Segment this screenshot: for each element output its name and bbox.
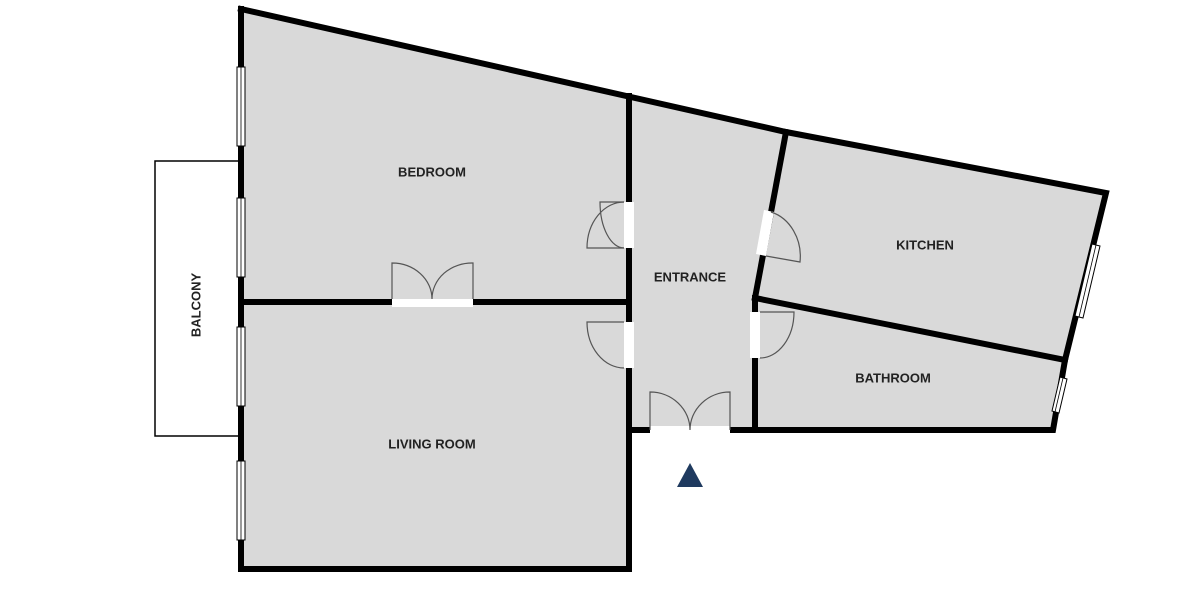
door-living-entrance bbox=[586, 321, 625, 369]
balcony-area bbox=[154, 160, 240, 437]
living-room-floor bbox=[241, 303, 629, 569]
door-kitchen bbox=[765, 211, 801, 263]
door-main-entrance bbox=[649, 391, 731, 431]
wall-kitchen-bathroom bbox=[751, 294, 1069, 364]
windows bbox=[236, 66, 1101, 541]
bedroom-floor bbox=[241, 9, 629, 301]
window-bathroom bbox=[1051, 376, 1068, 414]
entrance-marker-triangle-up-icon bbox=[677, 463, 703, 487]
door-bedroom-entrance bbox=[599, 201, 625, 249]
door-bedroom-living bbox=[391, 262, 474, 300]
bathroom-floor bbox=[753, 298, 1065, 430]
door-bathroom bbox=[759, 311, 795, 359]
kitchen-floor bbox=[753, 132, 1106, 360]
floor-fill bbox=[241, 9, 1106, 569]
door-swings bbox=[391, 201, 801, 431]
entrance-floor bbox=[629, 96, 786, 430]
